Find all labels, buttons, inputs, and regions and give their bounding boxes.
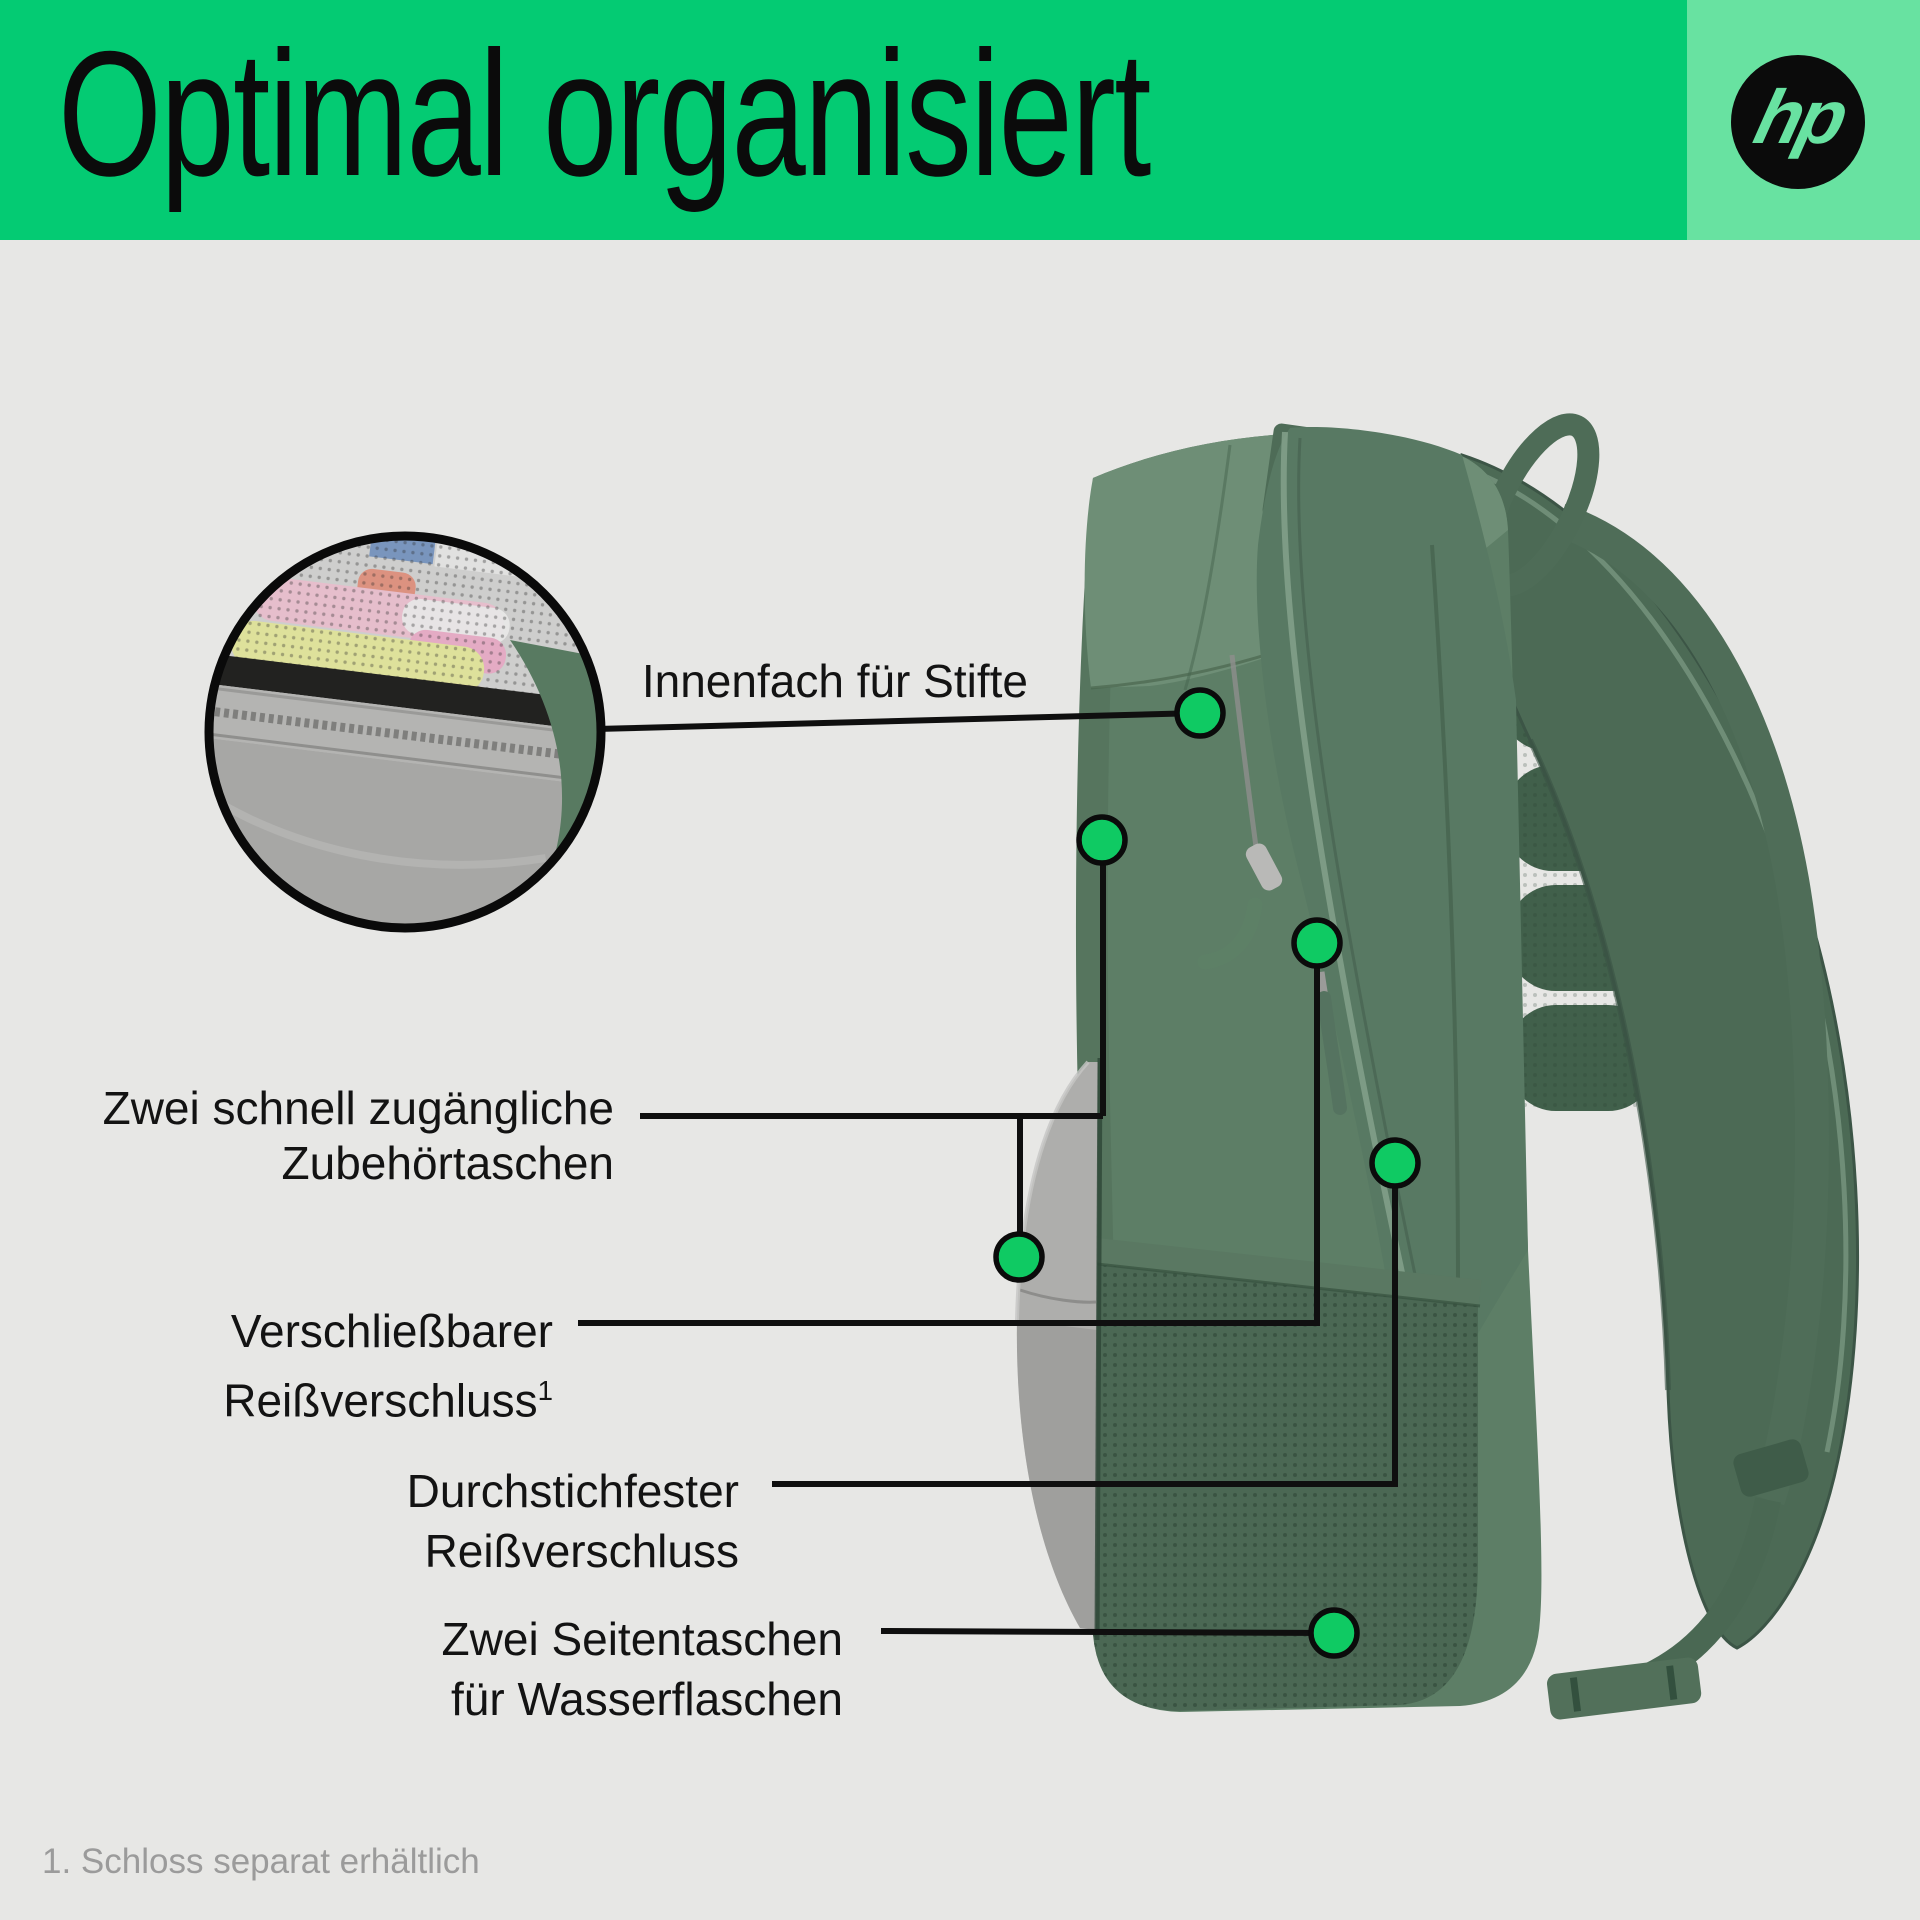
mesh-side-pocket	[1086, 1237, 1482, 1711]
feature-dot-bottles	[1308, 1607, 1360, 1659]
callout-side-pockets: Zwei Seitentaschen für Wasserflaschen	[442, 1609, 843, 1729]
feature-dot-accessory-bottom	[993, 1231, 1045, 1283]
callout-lines	[578, 710, 1398, 1636]
callout-line-puncture	[772, 1163, 1398, 1487]
zipper-pull-green	[1197, 897, 1263, 970]
gray-front-pocket	[1015, 1057, 1103, 1641]
callout-puncture-zipper: Durchstichfester Reißverschluss	[407, 1461, 739, 1581]
footnote-marker: 1	[537, 1375, 553, 1406]
callout-pens: Innenfach für Stifte	[642, 654, 1028, 709]
pen-loop-strip	[209, 649, 601, 740]
callout-line-lockable	[578, 943, 1320, 1326]
inset-circle	[204, 531, 606, 933]
callout-lockable-line1: Verschließbarer	[230, 1305, 553, 1357]
callout-accessory-line2: Zubehörtaschen	[281, 1137, 614, 1189]
main-zipper-seam	[1430, 544, 1460, 1279]
hp-logo-icon: hp	[1731, 55, 1865, 189]
zipper-pull-hanging	[1317, 991, 1347, 1115]
callout-lockable-zipper: Verschließbarer Reißverschluss1	[223, 1301, 553, 1430]
callout-line-bottles	[880, 1628, 1335, 1636]
feature-dots	[993, 687, 1421, 1659]
shoulder-strap-near	[1256, 427, 1528, 1417]
feature-dot-puncture	[1369, 1137, 1421, 1189]
callout-puncture-line1: Durchstichfester	[406, 1465, 739, 1517]
footnote: 1. Schloss separat erhältlich	[42, 1842, 480, 1881]
page-title: Optimal organisiert	[58, 14, 1151, 213]
callout-accessory-line1: Zwei schnell zugängliche	[102, 1082, 614, 1134]
callout-puncture-line2: Reißverschluss	[424, 1525, 739, 1577]
backpack	[1015, 413, 1860, 1720]
front-zipper	[1197, 654, 1347, 1115]
callout-pens-label: Innenfach für Stifte	[641, 655, 1028, 707]
callout-line-pens	[595, 710, 1201, 732]
feature-dot-pens	[1174, 687, 1226, 739]
top-banner	[0, 0, 1687, 240]
callout-lockable-line2: Reißverschluss1	[223, 1374, 553, 1427]
callout-accessory-pockets: Zwei schnell zugängliche Zubehörtaschen	[103, 1081, 614, 1191]
feature-dot-accessory-top	[1076, 814, 1128, 866]
callout-bottles-line1: Zwei Seitentaschen	[441, 1613, 843, 1665]
adjustment-strap	[1546, 503, 1829, 1720]
callout-bottles-line2: für Wasserflaschen	[451, 1673, 843, 1725]
feature-dot-lockable	[1291, 917, 1343, 969]
